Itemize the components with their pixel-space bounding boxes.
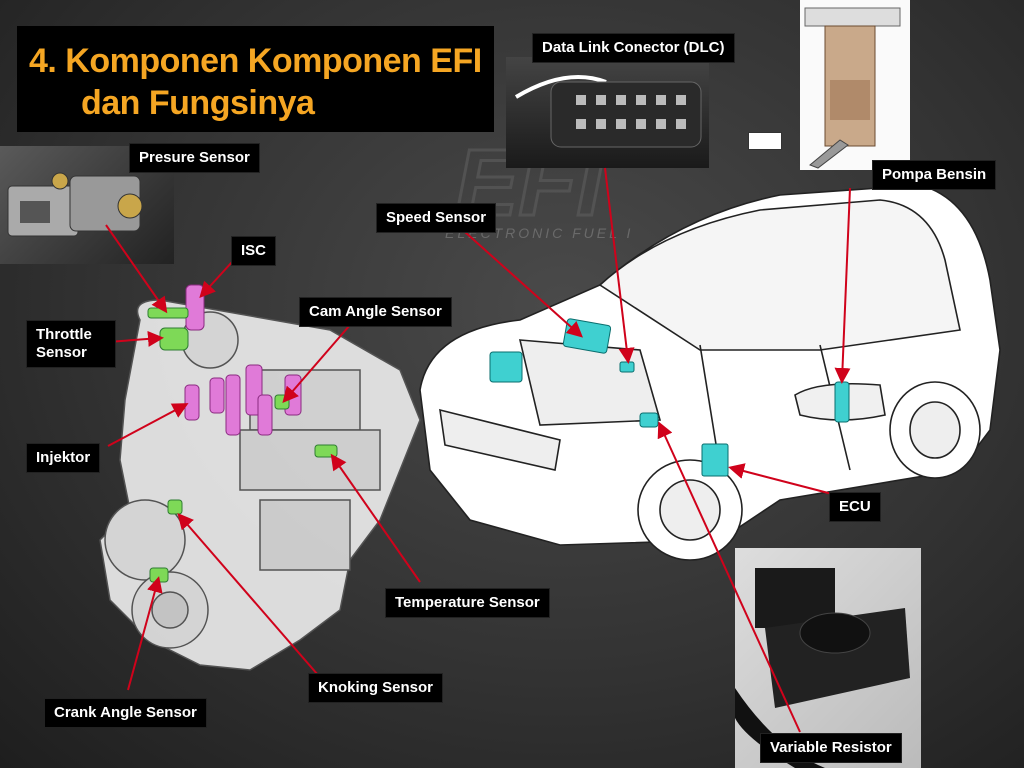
arrow-ecu — [728, 463, 837, 496]
label-injektor: Injektor — [26, 443, 101, 473]
arrow-pompa-bensin — [834, 187, 851, 384]
arrow-injektor — [107, 403, 189, 447]
label-pompa-bensin: Pompa Bensin — [872, 160, 997, 190]
arrow-dlc — [604, 167, 635, 364]
label-presure-sensor: Presure Sensor — [129, 143, 260, 173]
arrow-isc — [199, 261, 233, 298]
label-crank-angle-sensor: Crank Angle Sensor — [44, 698, 207, 728]
presure-sensor-photo — [0, 146, 174, 264]
page-subtitle: dan Fungsinya — [81, 84, 315, 122]
arrow-variable-resistor — [657, 421, 801, 733]
label-throttle-sensor: Throttle Sensor — [26, 320, 116, 368]
label-isc: ISC — [231, 236, 277, 266]
page-title: 4. Komponen Komponen EFI — [29, 42, 482, 80]
arrow-knoking-sensor — [177, 512, 319, 676]
label-cam-angle-sensor: Cam Angle Sensor — [299, 297, 452, 327]
label-variable-resistor: Variable Resistor — [760, 733, 902, 763]
arrow-cam-angle-sensor — [282, 324, 351, 404]
pompa-bensin-photo — [800, 0, 910, 170]
float-photo — [748, 132, 782, 150]
arrow-presure-sensor — [105, 224, 168, 314]
arrow-speed-sensor — [464, 231, 583, 338]
label-speed-sensor: Speed Sensor — [376, 203, 497, 233]
arrow-temperature-sensor — [330, 453, 421, 583]
label-knoking-sensor: Knoking Sensor — [308, 673, 444, 703]
arrow-throttle-sensor — [107, 330, 164, 347]
label-temperature-sensor: Temperature Sensor — [385, 588, 550, 618]
label-ecu: ECU — [829, 492, 881, 522]
title-box: 4. Komponen Komponen EFI dan Fungsinya — [17, 26, 494, 132]
dlc-photo — [506, 57, 709, 168]
arrow-crank-angle-sensor — [127, 576, 163, 691]
label-dlc: Data Link Conector (DLC) — [532, 33, 735, 63]
